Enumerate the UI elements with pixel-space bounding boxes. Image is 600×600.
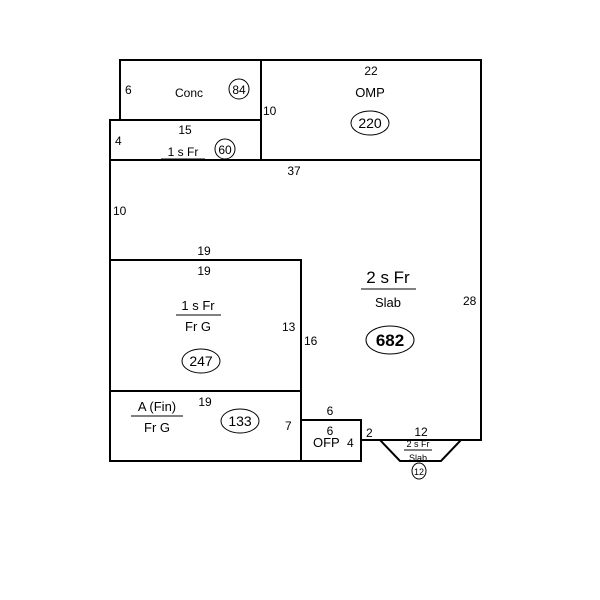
ofp-dim-right: 4 [347,436,354,450]
bay-area: 12 [414,467,424,477]
main-area-ellipse [365,325,415,355]
bay-dim-top: 12 [414,425,428,439]
garage-area-ellipse [181,348,221,374]
room-main: 37 10 28 19 16 2 s Fr Slab 682 [113,164,477,355]
main-label-top: 2 s Fr [366,268,410,287]
bay-label-top: 2 s Fr [406,439,429,449]
attic-area: 133 [228,413,252,429]
onestory-top-area: 60 [218,143,232,157]
ofp-label: OFP [313,435,340,450]
onestory-top-label: 1 s Fr [168,145,199,159]
conc-area: 84 [232,83,246,97]
main-area: 682 [376,331,404,350]
room-ofp: 6 6 OFP 4 2 [313,404,373,450]
onestory-top-dim-left: 4 [115,134,122,148]
walls [109,59,482,462]
room-onestory-top: 15 4 1 s Fr 60 [115,123,236,160]
ofp-dim-inner-top: 6 [327,424,334,438]
garage-dim-right: 13 [282,320,296,334]
conc-area-circle [228,78,250,100]
attic-label-bottom: Fr G [144,420,170,435]
main-label-bottom: Slab [375,295,401,310]
onestory-top-area-circle [214,138,236,160]
bay-label-bottom: Slab [409,453,427,463]
omp-dim-left: 10 [263,104,277,118]
attic-label-top: A (Fin) [138,399,176,414]
main-outline [110,159,482,441]
ofp-outline [300,419,362,462]
ofp-dim-top: 6 [327,404,334,418]
room-garage: 19 13 1 s Fr Fr G 247 [176,264,296,374]
bay-outline [377,439,464,462]
ofp-dim-side: 2 [366,426,373,440]
main-dim-left: 10 [113,204,127,218]
conc-dim-left: 6 [125,83,132,97]
garage-area: 247 [189,353,213,369]
omp-area: 220 [358,115,382,131]
room-omp: 22 10 OMP 220 [263,64,390,136]
main-dim-right: 28 [463,294,477,308]
attic-dim-right: 7 [285,419,292,433]
room-bay: 12 2 s Fr Slab 12 [404,425,432,480]
omp-dim-top: 22 [364,64,378,78]
omp-area-ellipse [350,110,390,136]
room-conc: 6 Conc 84 [125,78,250,100]
garage-label-bottom: Fr G [185,319,211,334]
room-attic: 19 7 A (Fin) Fr G 133 [131,395,292,435]
attic-dim-top: 19 [198,395,212,409]
attic-area-ellipse [220,408,260,434]
garage-dim-top: 19 [197,264,211,278]
main-dim-top: 37 [287,164,301,178]
conc-label: Conc [175,86,203,100]
garage-label-top: 1 s Fr [181,298,215,313]
onestory-top-dim-top: 15 [178,123,192,137]
omp-label: OMP [355,85,385,100]
bay-area-ellipse [411,462,427,480]
main-dim-inner-top: 19 [197,244,211,258]
main-dim-inner-right: 16 [304,334,318,348]
